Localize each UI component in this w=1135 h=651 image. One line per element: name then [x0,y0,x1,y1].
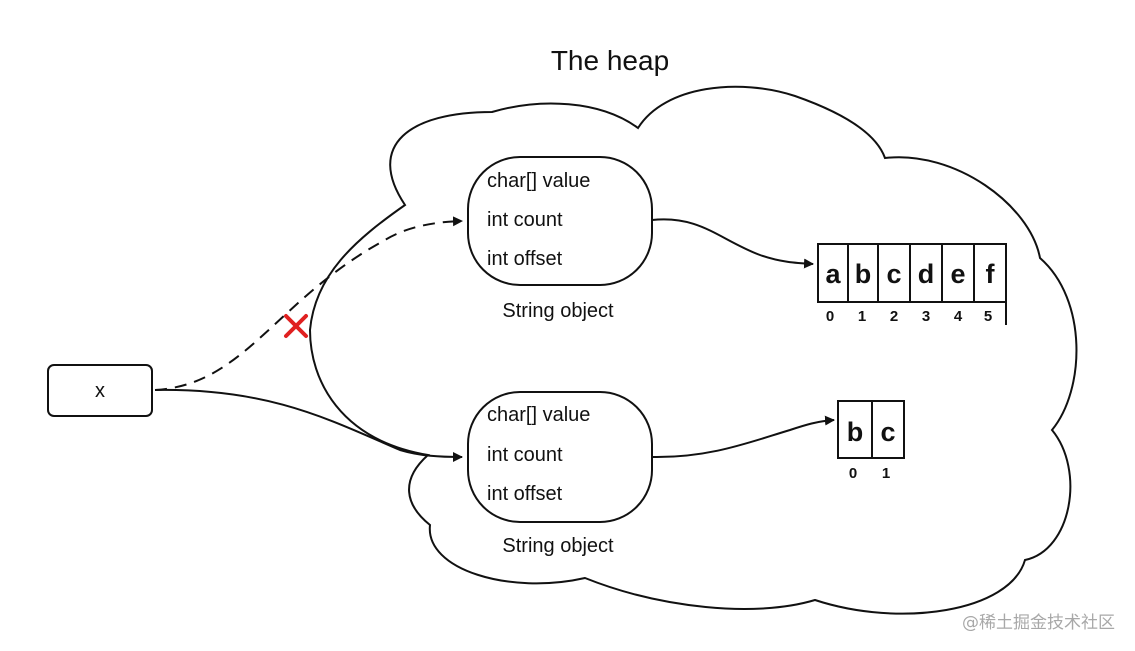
array-1-index-1: 1 [858,308,866,325]
variable-label: x [95,380,105,402]
array-1-char-3: d [918,259,935,289]
heap-cloud [308,85,1078,615]
array-1-char-4: e [950,259,965,289]
object-1-field-offset: int offset [487,248,563,270]
array-2-char-0: b [847,417,864,447]
object-2-field-count: int count [487,444,563,466]
char-array-2: b c 0 1 [837,400,905,482]
array-1-char-5: f [986,259,996,289]
watermark: @稀土掘金技术社区 [962,613,1115,633]
object-1-caption: String object [502,300,614,322]
array-1-index-3: 3 [922,308,930,325]
object-1-field-count: int count [487,209,563,231]
array-1-index-4: 4 [954,308,963,325]
object-2-field-offset: int offset [487,483,563,505]
object-2-field-value: char[] value [487,404,590,426]
array-1-char-2: c [886,259,901,289]
value-arrow-1 [651,218,814,269]
array-2-index-0: 0 [849,465,857,482]
array-1-char-0: a [825,259,841,289]
array-2-cell-1 [871,400,905,459]
array-1-index-2: 2 [890,308,898,325]
char-array-1: a b c d e f 0 1 2 3 4 5 [817,243,1007,325]
array-2-index-1: 1 [882,465,890,482]
heap-title: The heap [551,45,669,76]
new-reference-arrow [154,388,463,462]
value-arrow-2 [651,415,835,459]
array-1-index-5: 5 [984,308,992,325]
object-1-field-value: char[] value [487,170,590,192]
array-1-char-1: b [855,259,872,289]
broken-reference-cross-icon [284,314,308,338]
array-2-char-1: c [880,417,895,447]
array-1-index-0: 0 [826,308,834,325]
old-reference-dashed-arrow [154,216,463,391]
array-1-cell-5 [973,243,1007,303]
string-object-1[interactable] [467,156,653,286]
variable-box[interactable] [47,364,153,417]
object-2-caption: String object [502,535,614,557]
